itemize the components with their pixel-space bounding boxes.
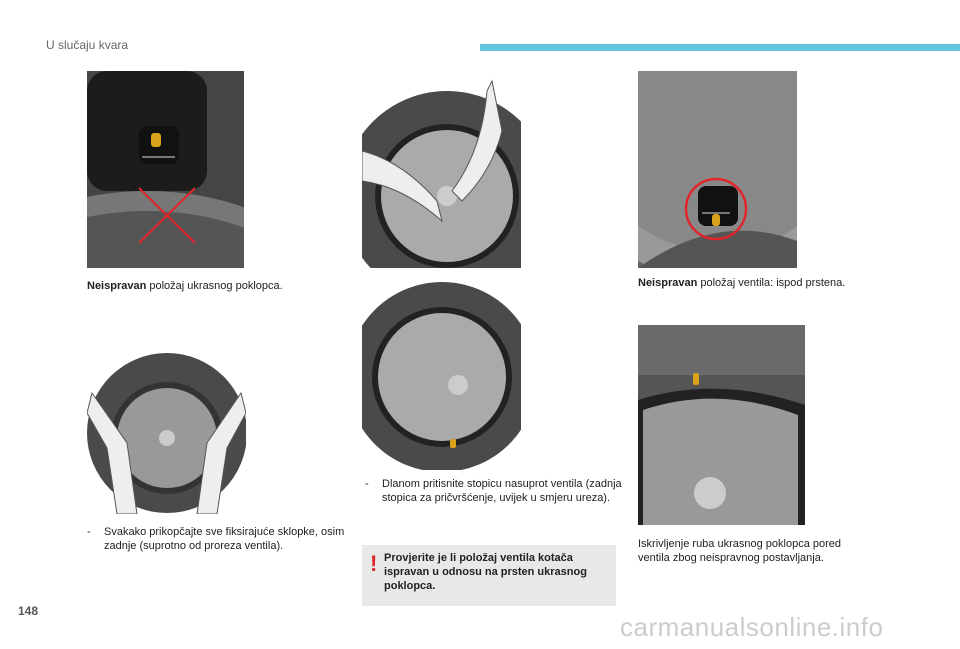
step-text: Dlanom pritisnite stopicu nasuprot venti… — [382, 478, 622, 504]
step-clip-fasteners: - Svakako prikopčajte sve fiksirajuće skl… — [87, 525, 359, 553]
step-text: Svakako prikopčajte sve fiksirajuće sklo… — [104, 526, 345, 552]
bullet-dash: - — [365, 478, 369, 490]
section-title: U slučaju kvara — [46, 38, 129, 52]
bullet-dash: - — [87, 526, 91, 538]
illustration-incorrect-cover-position — [87, 71, 244, 268]
illustration-cover-edge-deformed — [638, 325, 805, 525]
warning-icon: ! — [370, 551, 378, 576]
watermark: carmanualsonline.info — [620, 612, 884, 642]
header-accent-bar — [480, 44, 960, 51]
caption-cover-deformation: Iskrivljenje ruba ukrasnog poklopca pore… — [638, 538, 842, 564]
warning-text: Provjerite je li položaj ventila kotača … — [384, 552, 587, 592]
illustration-hands-clip-cover — [87, 333, 246, 514]
caption-bold: Neispravan — [87, 280, 147, 292]
caption-text: položaj ukrasnog poklopca. — [146, 280, 283, 292]
caption-incorrect-valve: Neispravan položaj ventila: ispod prsten… — [638, 276, 845, 290]
warning-box: ! Provjerite je li položaj ventila kotač… — [362, 545, 616, 606]
caption-bold: Neispravan — [638, 277, 698, 289]
illustration-wheel-cover-fitted — [362, 277, 521, 470]
illustration-valve-under-ring — [638, 71, 797, 268]
caption-text: položaj ventila: ispod prstena. — [697, 277, 846, 289]
page-number: 148 — [18, 604, 39, 618]
illustration-palm-press — [362, 71, 521, 268]
step-palm-press: - Dlanom pritisnite stopicu nasuprot vent… — [365, 477, 622, 505]
caption-incorrect-cover: Neispravan položaj ukrasnog poklopca. — [87, 279, 283, 293]
